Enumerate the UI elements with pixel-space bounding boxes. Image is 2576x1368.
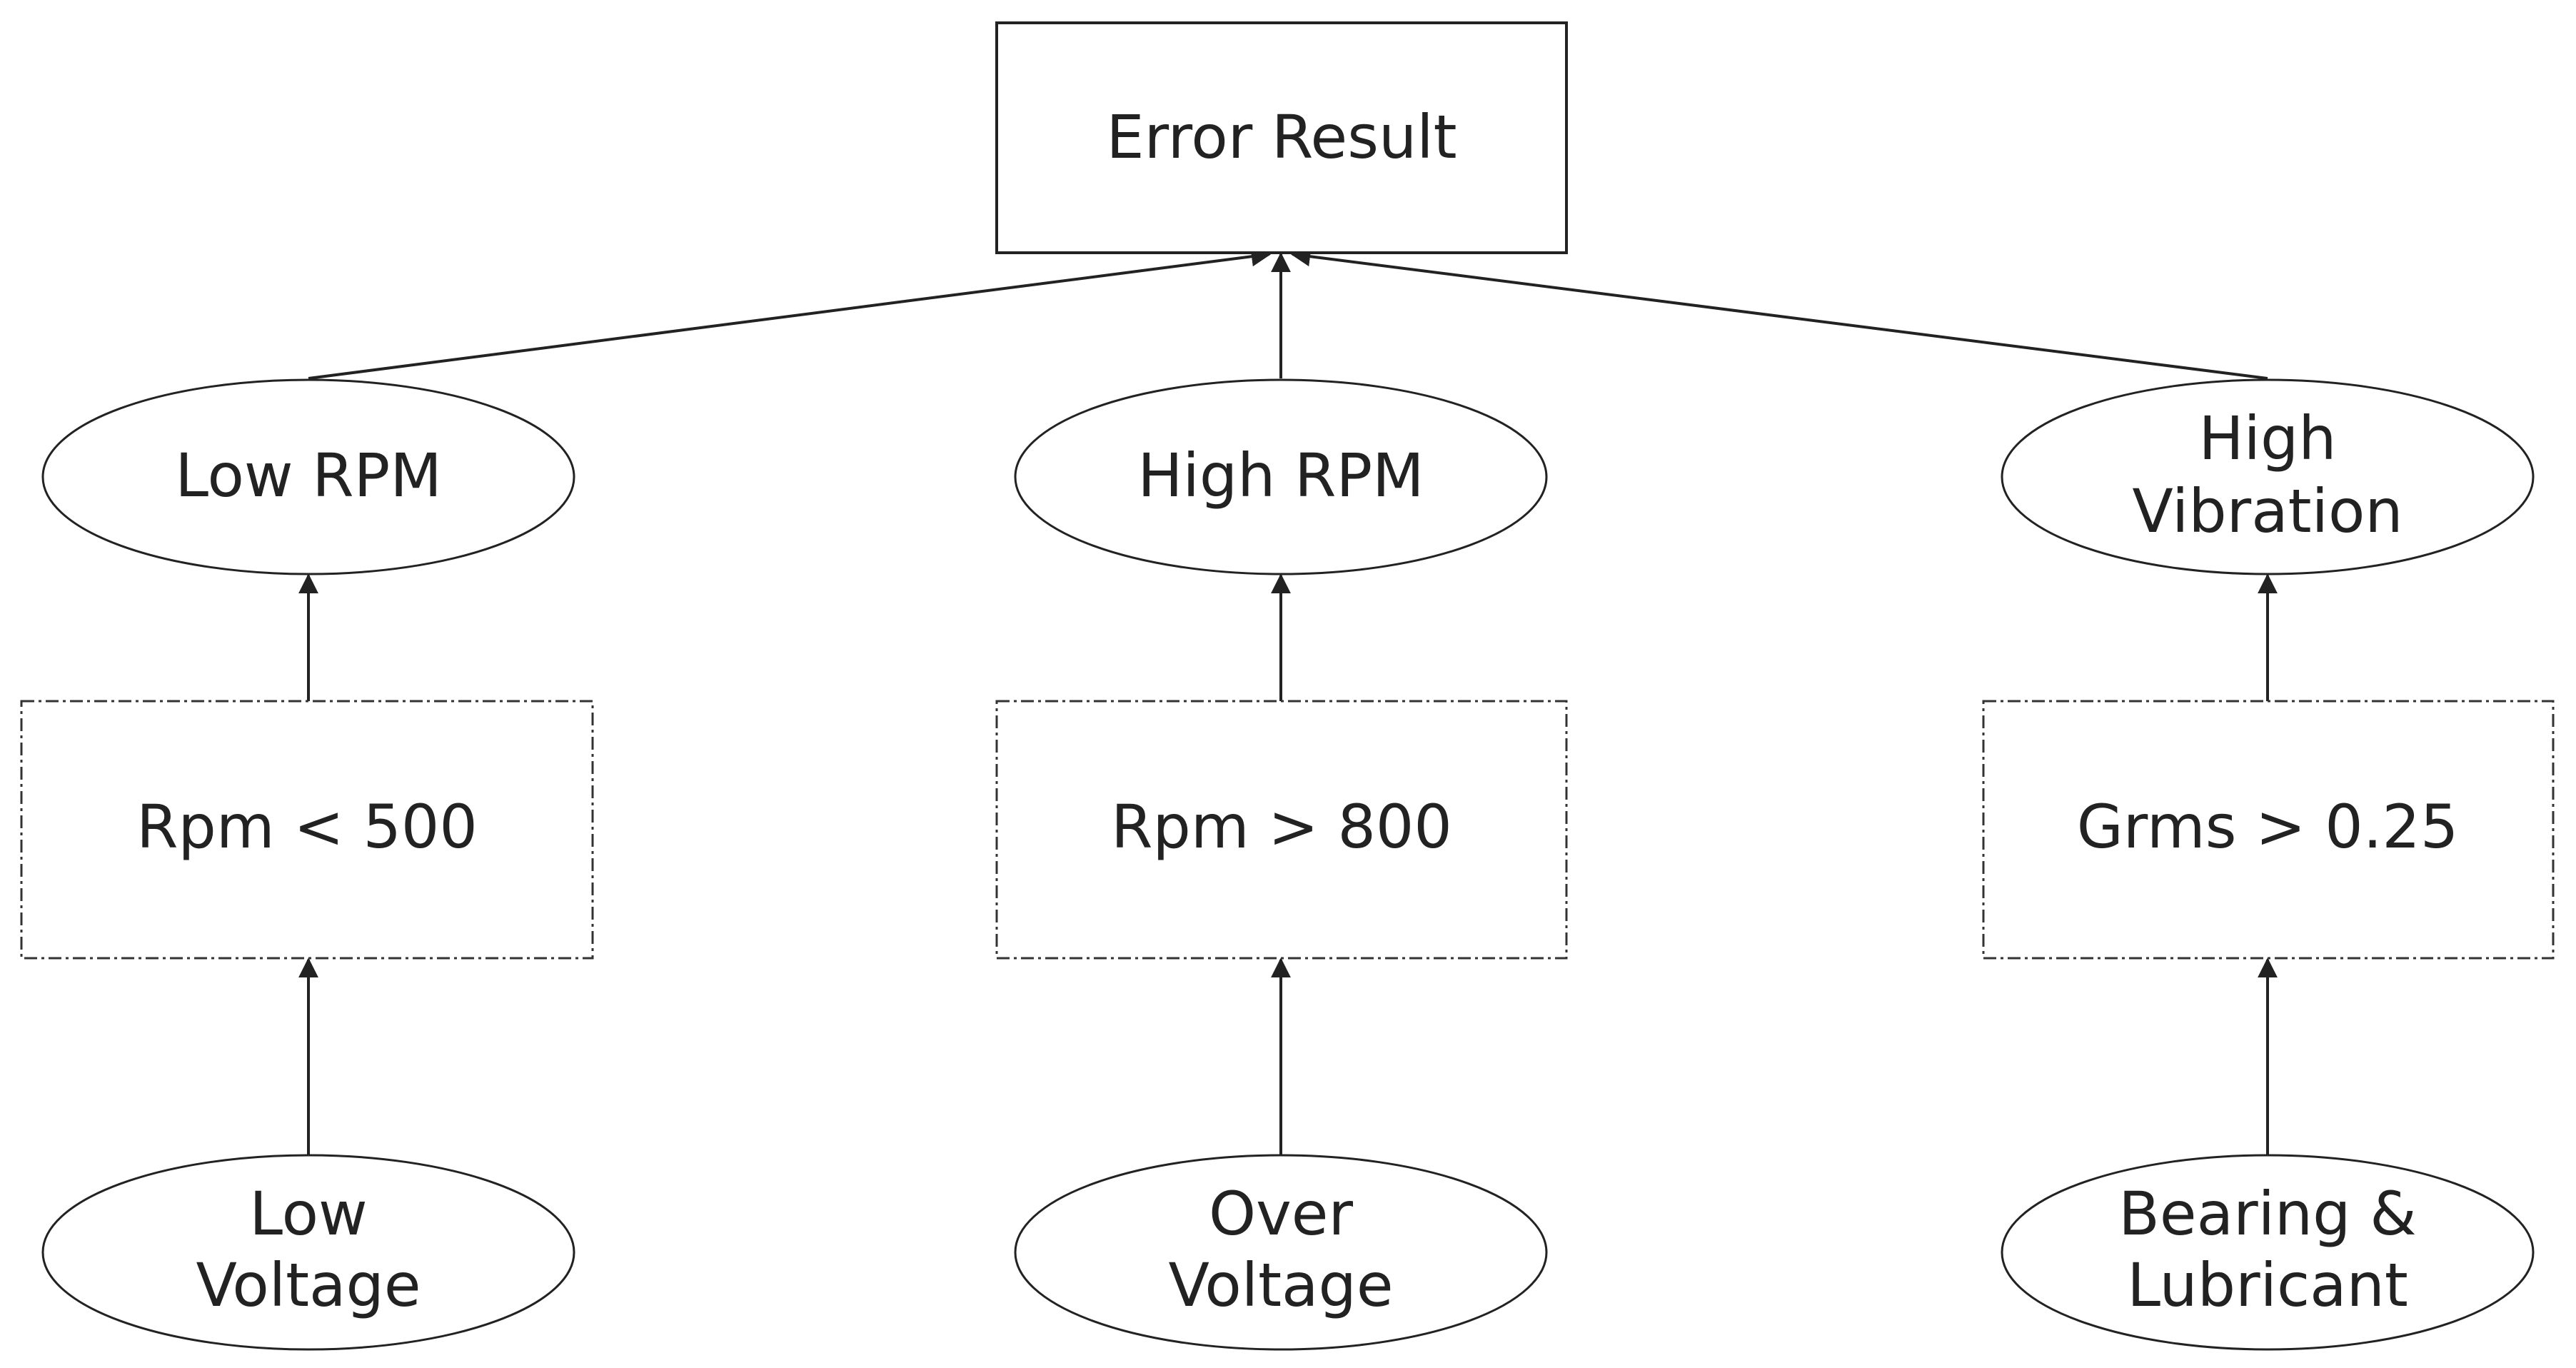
condition-label-low-rpm: Low RPM (175, 441, 442, 511)
condition-label-high-rpm: High RPM (1137, 441, 1424, 511)
rule-label-grms-above: Grms > 0.25 (2077, 792, 2459, 862)
cause-node-over-voltage (1014, 1154, 1548, 1351)
cause-node-low-voltage (41, 1154, 575, 1351)
edges (298, 246, 2278, 1155)
cause-label-bearing-lubricant-line-2: Lubricant (2127, 1250, 2408, 1320)
cause-label-over-voltage-line-2: Voltage (1168, 1250, 1393, 1320)
branch-high-rpm: High RPM Rpm > 800 Over Voltage (995, 378, 1568, 1351)
root-node: Error Result (995, 21, 1568, 254)
root-label: Error Result (1107, 102, 1457, 172)
rule-label-rpm-above: Rpm > 800 (1111, 792, 1452, 862)
condition-node-high-rpm (1014, 378, 1548, 575)
cause-label-low-voltage-line-2: Voltage (196, 1250, 421, 1320)
rule-label-rpm-below: Rpm < 500 (136, 792, 478, 862)
rule-box-rpm-above (995, 700, 1568, 960)
cause-label-low-voltage-line-1: Low (249, 1179, 367, 1249)
edge-high-vibration-to-root (1290, 246, 2268, 380)
cause-label-over-voltage-line-1: Over (1209, 1179, 1354, 1249)
cause-node-bearing-lubricant (2001, 1154, 2535, 1351)
condition-label-high-vibration-line-1: High (2198, 403, 2336, 473)
rule-box-rpm-below (20, 700, 594, 960)
branch-high-vibration: High Vibration Grms > 0.25 Bearing & Lub… (1982, 378, 2555, 1351)
condition-node-low-rpm (41, 378, 575, 575)
rule-box-grms-above (1982, 700, 2555, 960)
root-box (995, 21, 1568, 254)
branch-low-rpm: Low RPM Rpm < 500 Low Voltage (20, 378, 594, 1351)
condition-node-high-vibration (2001, 378, 2535, 575)
edge-low-rpm-to-root (308, 246, 1272, 380)
condition-label-high-vibration-line-2: Vibration (2132, 476, 2403, 546)
cause-label-bearing-lubricant-line-1: Bearing & (2118, 1179, 2416, 1249)
